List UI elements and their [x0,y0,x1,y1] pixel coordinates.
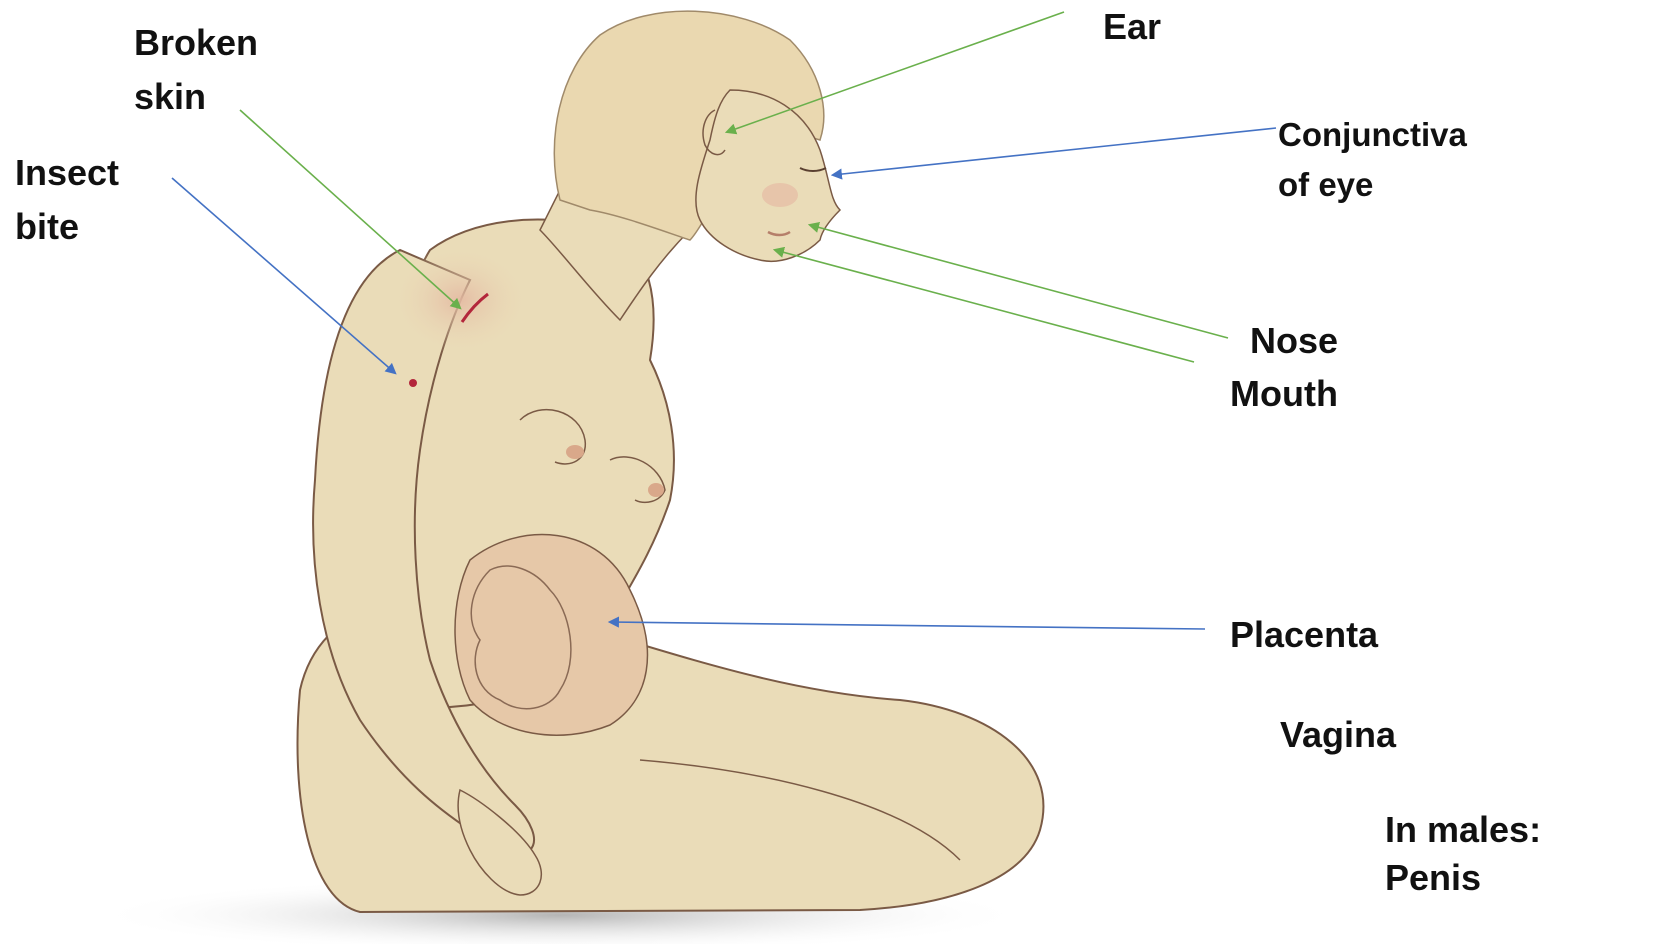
arrow-placenta [610,622,1205,629]
label-nose: Nose [1250,314,1338,368]
shoulder-shading [390,245,530,355]
nipple-left [566,445,584,459]
label-ear: Ear [1103,0,1161,54]
arrow-mouth [775,250,1194,362]
arrow-broken-skin [240,110,460,308]
label-placenta: Placenta [1230,608,1378,662]
arrow-conjunctiva [833,128,1276,175]
cheek-blush [762,183,798,207]
label-mouth: Mouth [1230,367,1338,421]
nipple-right [648,483,664,497]
label-vagina: Vagina [1280,708,1396,762]
label-conjunctiva: Conjunctiva of eye [1278,110,1467,210]
label-broken-skin: Broken skin [134,16,258,124]
label-insect-bite: Insect bite [15,146,119,254]
label-in-males: In males: Penis [1385,806,1541,902]
arrow-nose [810,225,1228,338]
arrow-insect-bite [172,178,395,373]
insect-bite-mark [409,379,417,387]
